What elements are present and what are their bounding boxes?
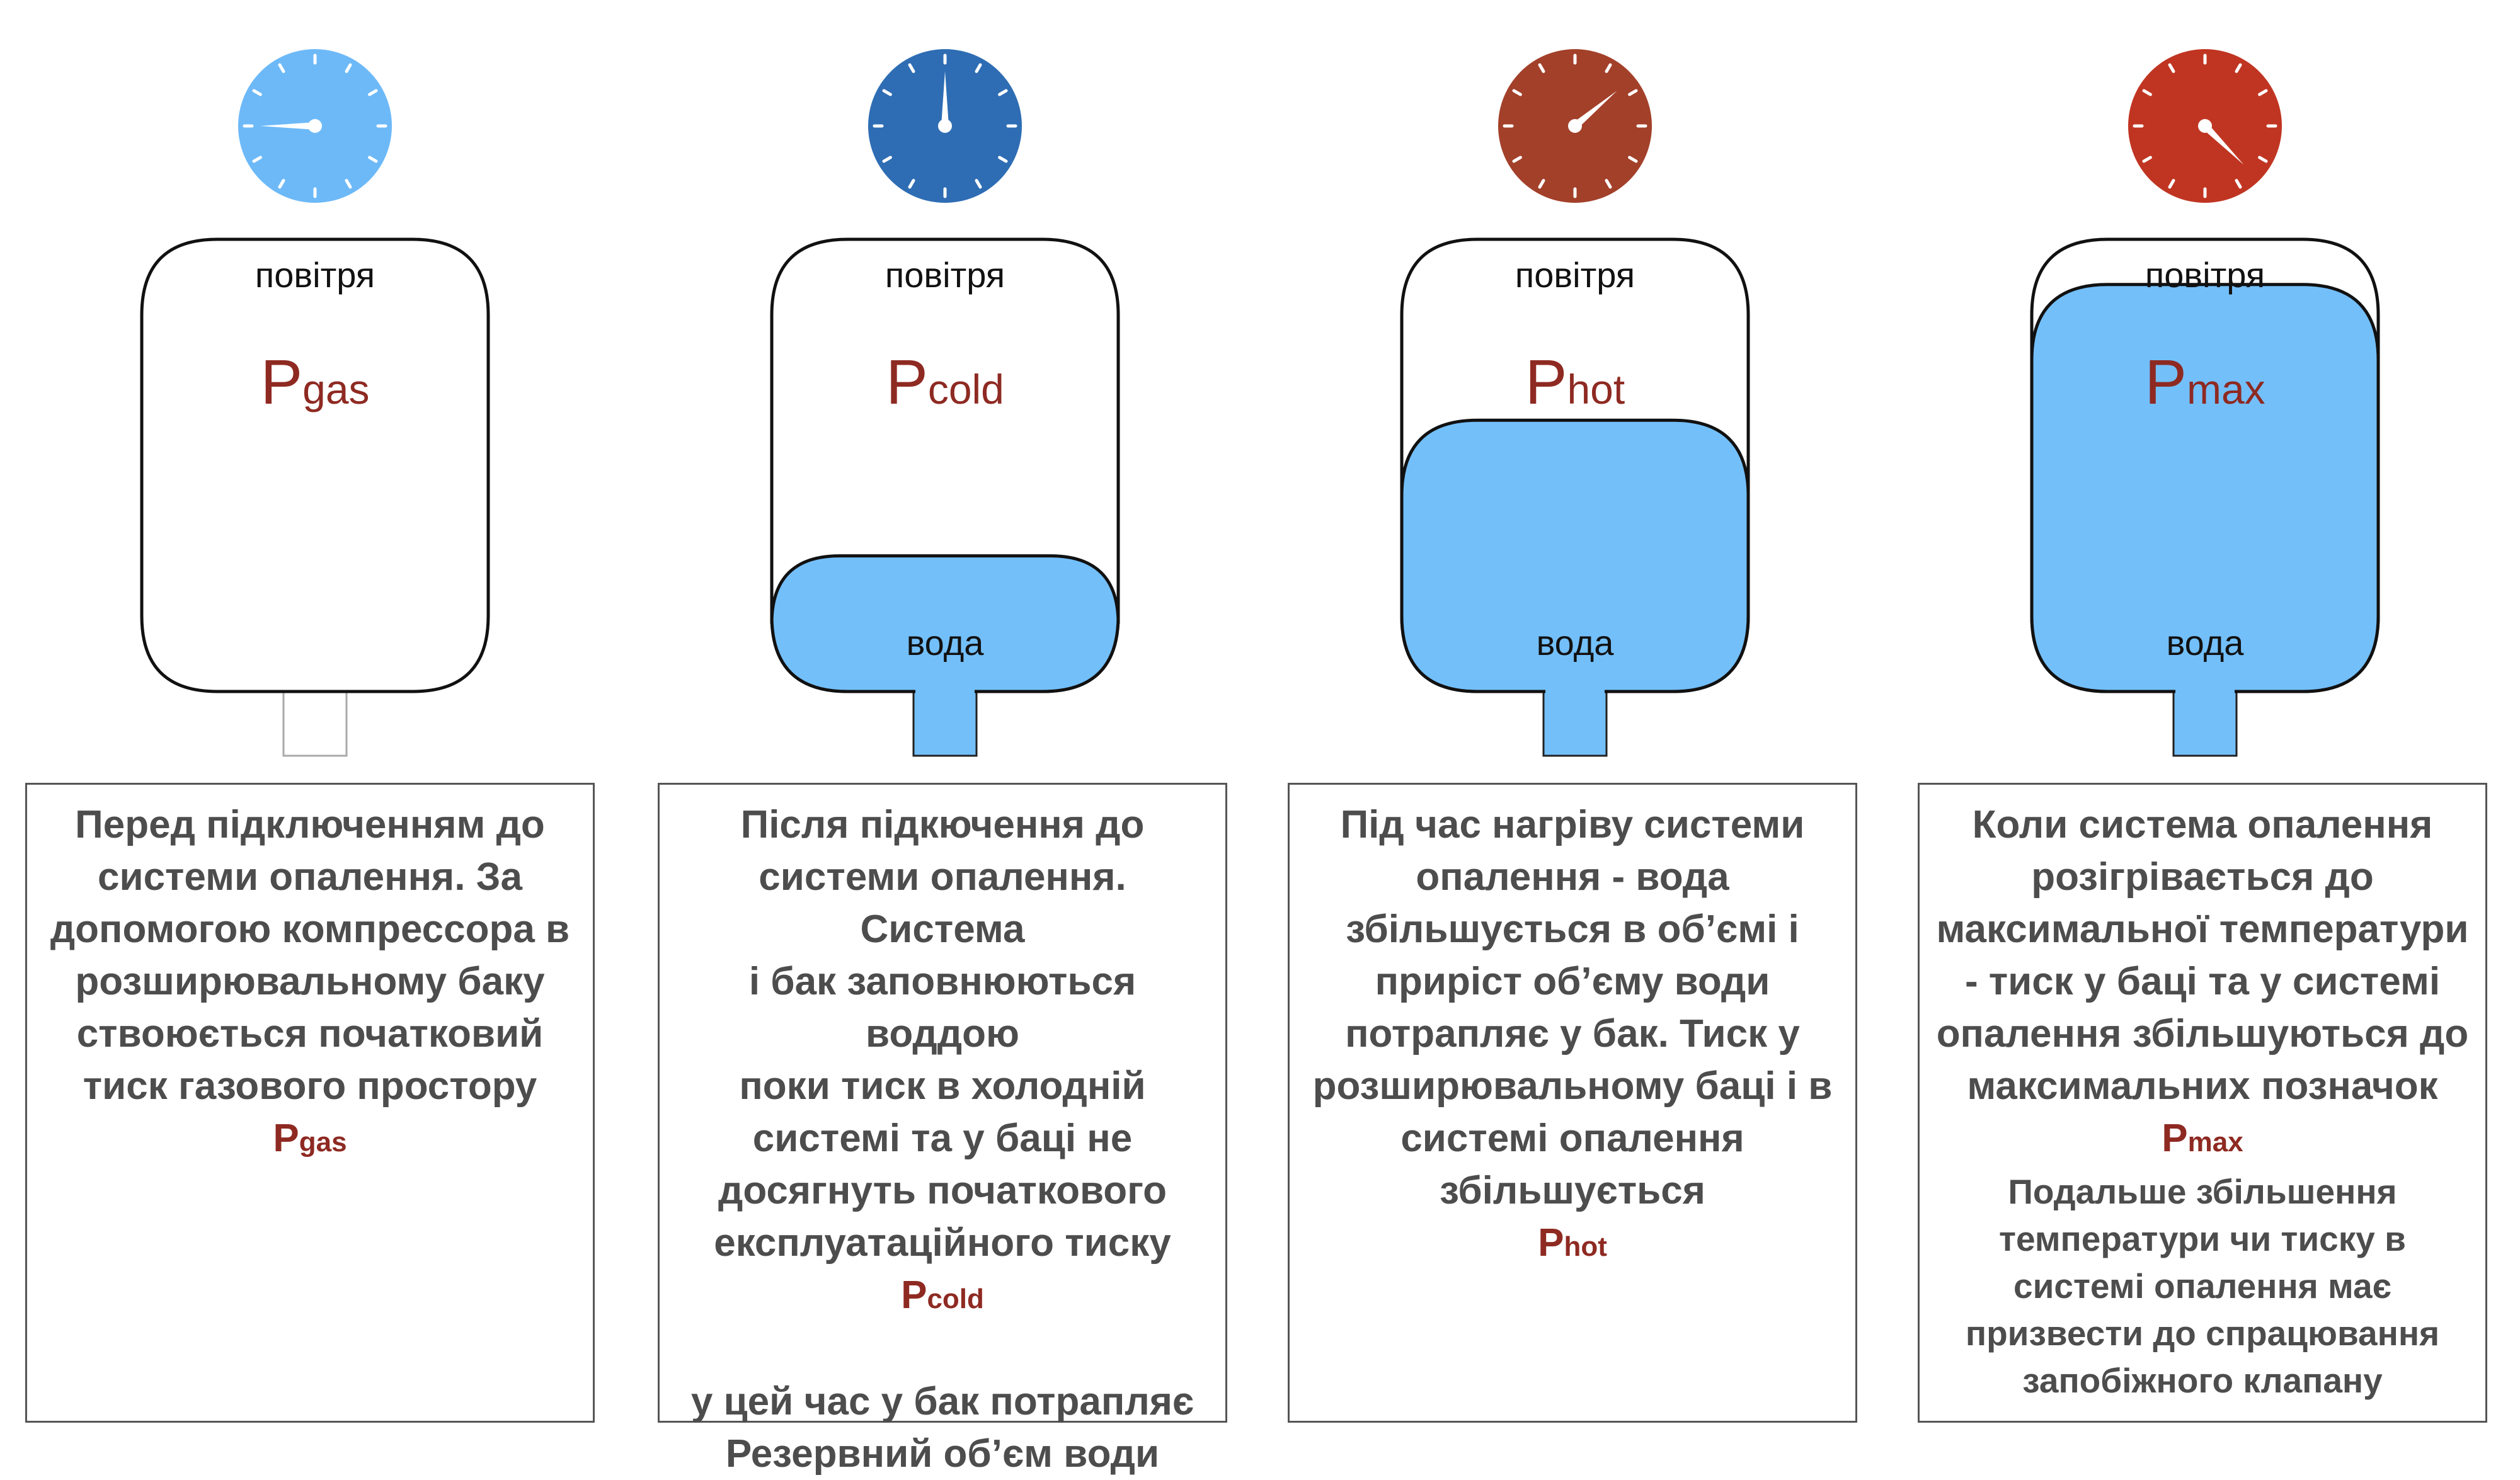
description-line: Після підкючення до <box>740 803 1145 846</box>
description-line: експлуатаційного тиску <box>714 1221 1171 1265</box>
description-pressure-symbol: P <box>273 1117 299 1160</box>
water-body <box>770 554 1120 693</box>
description-line: поки тиск в холодній <box>739 1064 1146 1108</box>
gauge-needle <box>260 122 319 130</box>
pressure-symbol: P <box>1525 347 1567 418</box>
description-pressure-subscript: cold <box>927 1284 984 1314</box>
description-line: розширювальному баку <box>75 960 545 1003</box>
description-extra-line: у цей час у бак потрапляє <box>690 1380 1194 1423</box>
pressure-symbol: P <box>886 347 928 418</box>
gauge-icon <box>868 49 1022 203</box>
description-line: опалення збільшуються до <box>1936 1012 2469 1056</box>
description-extra-line: призвести до спрацювання <box>1965 1314 2440 1353</box>
expansion-tank <box>140 237 490 757</box>
pressure-subscript: max <box>2187 366 2265 413</box>
description-pressure-symbol: P <box>901 1273 927 1317</box>
description-box: Коли система опалення розігрівається до ма… <box>1918 783 2487 1423</box>
tank-outlet <box>1542 686 1608 757</box>
tank-outlet <box>282 686 348 757</box>
description-pressure-symbol: P <box>1538 1221 1564 1265</box>
description-box: Під час нагріву системи опалення - вода зб… <box>1288 783 1857 1423</box>
label-water: вода <box>1536 623 1614 663</box>
description-line: системи опалення. Система <box>759 855 1126 951</box>
spacer <box>675 1325 1210 1375</box>
description-pressure-label: Pcold <box>675 1269 1210 1325</box>
description-line: системі опалення <box>1400 1117 1744 1160</box>
label-water: вода <box>2166 623 2244 663</box>
description-line: - тиск у баці та у системі <box>1964 960 2441 1003</box>
pressure-subscript: hot <box>1567 366 1625 413</box>
water-body <box>2030 283 2380 693</box>
description-line: допомогою компрессора в <box>50 908 570 951</box>
gauge-needle <box>941 71 949 130</box>
pressure-label: Pmax <box>2016 346 2394 419</box>
gauge-icon <box>1498 49 1652 203</box>
pressure-subscript: gas <box>302 366 370 413</box>
description-line: Коли система опалення <box>1972 803 2433 846</box>
description-line: системи опалення. За <box>97 855 522 899</box>
pressure-symbol: P <box>2145 347 2187 418</box>
pressure-label: Pcold <box>756 346 1134 419</box>
gauge-icon <box>2128 49 2282 203</box>
label-water: вода <box>906 623 984 663</box>
description-line: збільшується в об’ємі і <box>1346 908 1799 951</box>
description-line: потрапляє у бак. Тиск у <box>1345 1012 1800 1056</box>
expansion-tank <box>1400 237 1750 757</box>
description-line: системі та у баці не <box>752 1117 1133 1160</box>
label-air: повітря <box>255 255 375 295</box>
description-line: розширювальному баці і в <box>1312 1064 1833 1108</box>
description-extra-line: Резервний об’єм води <box>725 1432 1160 1476</box>
description-pressure-symbol: P <box>2162 1117 2188 1160</box>
gauge-needle <box>1572 91 1617 129</box>
description-line: тиск газового простору <box>83 1064 537 1108</box>
tank-outlet <box>2172 686 2238 757</box>
description-line: збільшується <box>1440 1169 1705 1212</box>
description-line: максимальних позначок <box>1967 1064 2438 1108</box>
gauge-icon <box>238 49 392 203</box>
description-pressure-label: Phot <box>1305 1217 1840 1273</box>
description-pressure-label: Pmax <box>1935 1112 2470 1168</box>
description-pressure-subscript: max <box>2187 1127 2243 1158</box>
tank-outlet <box>912 686 978 757</box>
description-pressure-label: Pgas <box>42 1112 578 1168</box>
description-line: Перед підключенням до <box>75 803 545 846</box>
description-line: приріст об’єму води <box>1375 960 1770 1003</box>
description-extra-line: Подальше збільшення <box>2008 1172 2397 1211</box>
description-line: досягнуть початкового <box>718 1169 1167 1212</box>
expansion-tank <box>2030 237 2380 757</box>
description-box: Після підкючення до системи опалення. Сис… <box>658 783 1227 1476</box>
description-line: розігрівається до <box>2031 855 2374 899</box>
description-line: ствоюється початковий <box>76 1012 544 1056</box>
pressure-label: Phot <box>1386 346 1764 419</box>
pressure-subscript: cold <box>927 366 1004 413</box>
description-line: максимальної температури <box>1936 908 2469 951</box>
label-air: повітря <box>2145 255 2265 295</box>
description-line: Під час нагріву системи <box>1340 803 1805 846</box>
description-extra-line: температури чи тиску в <box>1999 1219 2406 1258</box>
description-pressure-subscript: hot <box>1564 1231 1607 1262</box>
water-body <box>1400 418 1750 693</box>
description-line: і бак заповнюються воддою <box>748 960 1137 1056</box>
description-extra-line: системі опалення має <box>2013 1267 2391 1306</box>
label-air: повітря <box>885 255 1005 295</box>
label-air: повітря <box>1515 255 1635 295</box>
description-box: Перед підключенням до системи опалення. З… <box>25 783 595 1423</box>
description-extra-line: запобіжного клапану <box>2022 1361 2383 1400</box>
pressure-symbol: P <box>260 347 303 418</box>
description-pressure-subscript: gas <box>299 1127 347 1158</box>
pressure-label: Pgas <box>126 346 504 419</box>
expansion-tank <box>770 237 1120 757</box>
gauge-needle <box>2202 123 2244 165</box>
description-line: опалення - вода <box>1416 855 1729 899</box>
